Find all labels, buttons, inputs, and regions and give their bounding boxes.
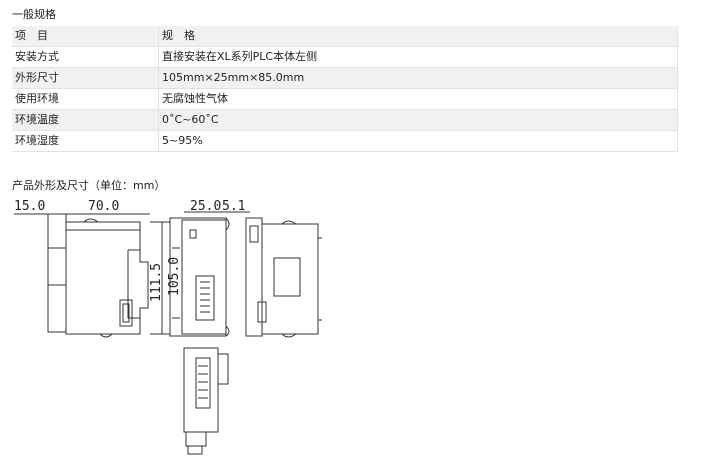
- dim-body-height: 105.0: [167, 257, 182, 296]
- table-row: 环境温度 0˚C~60˚C: [12, 109, 678, 131]
- row-value-temperature: 0˚C~60˚C: [158, 109, 678, 131]
- dim-side-width: 25.0: [190, 199, 221, 214]
- dim-left-depth: 15.0: [14, 199, 45, 214]
- row-label-dimensions: 外形尺寸: [12, 67, 159, 89]
- dim-side-extra: 5.1: [222, 199, 245, 214]
- bottom-view: [183, 347, 229, 455]
- table-header-item: 项 目: [12, 26, 159, 47]
- dim-total-height: 111.5: [149, 263, 164, 302]
- row-label-mounting: 安装方式: [12, 46, 159, 68]
- spec-table: 项 目 规 格 安装方式 直接安装在XL系列PLC本体左侧 外形尺寸 105mm…: [12, 26, 678, 152]
- table-row: 项 目 规 格: [12, 26, 678, 47]
- back-view: [245, 217, 322, 338]
- dimension-drawing: 15.0 70.0 25.0 5.1 111.5 105.0: [14, 199, 322, 455]
- side-view: [150, 211, 250, 337]
- table-row: 使用环境 无腐蚀性气体: [12, 88, 678, 110]
- row-value-environment: 无腐蚀性气体: [158, 88, 678, 110]
- row-label-environment: 使用环境: [12, 88, 159, 110]
- spec-section-title: 一般规格: [12, 8, 56, 21]
- dimension-section-title: 产品外形及尺寸（单位：mm）: [12, 179, 166, 192]
- row-value-humidity: 5~95%: [158, 130, 678, 152]
- front-view: [14, 213, 150, 338]
- table-row: 外形尺寸 105mm×25mm×85.0mm: [12, 67, 678, 89]
- table-header-spec: 规 格: [158, 26, 678, 47]
- row-label-humidity: 环境湿度: [12, 130, 159, 152]
- table-row: 环境湿度 5~95%: [12, 130, 678, 152]
- dim-front-width: 70.0: [88, 199, 119, 214]
- row-label-temperature: 环境温度: [12, 109, 159, 131]
- table-row: 安装方式 直接安装在XL系列PLC本体左侧: [12, 46, 678, 68]
- row-value-dimensions: 105mm×25mm×85.0mm: [158, 67, 678, 89]
- row-value-mounting: 直接安装在XL系列PLC本体左侧: [158, 46, 678, 68]
